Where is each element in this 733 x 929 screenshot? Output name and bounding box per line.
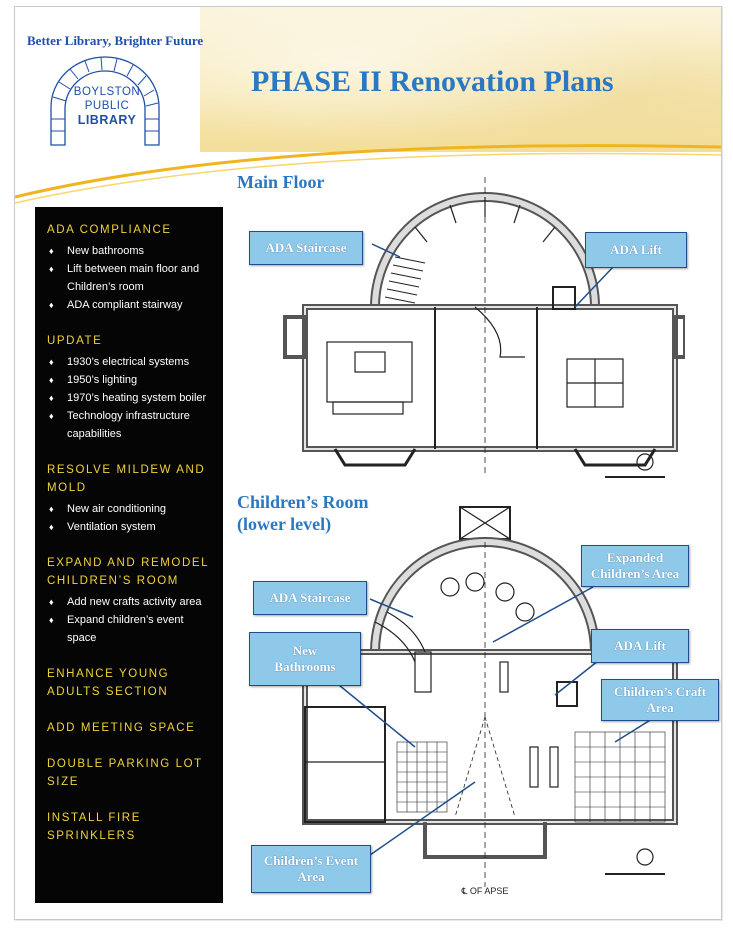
list-item: ADA compliant stairway: [47, 296, 213, 314]
main-floor-heading: Main Floor: [237, 172, 325, 192]
list-item: 1930’s electrical systems: [47, 353, 213, 371]
callout-label: ADA Staircase: [265, 240, 347, 255]
section-title: EXPAND AND REMODEL CHILDREN’S ROOM: [47, 557, 209, 587]
callout-main-ada-lift: ADA Lift: [585, 232, 687, 268]
list-item: Add new crafts activity area: [47, 593, 213, 611]
callout-label: Children’s Craft: [613, 684, 707, 699]
page-title: PHASE II Renovation Plans: [251, 65, 614, 98]
section-mildew: RESOLVE MILDEW AND MOLD New air conditio…: [35, 461, 223, 536]
callout-label: New: [292, 643, 318, 658]
section-title: ADA COMPLIANCE: [47, 224, 172, 236]
callout-label: Expanded: [606, 550, 664, 565]
section-title: INSTALL FIRE SPRINKLERS: [47, 812, 141, 842]
logo-line-library: LIBRARY: [77, 113, 137, 127]
section-ada: ADA COMPLIANCE New bathrooms Lift betwee…: [35, 221, 223, 314]
callout-child-ada-staircase: ADA Staircase: [253, 581, 367, 615]
callout-label: Children’s Area: [590, 566, 680, 581]
callout-label: ADA Lift: [610, 242, 662, 257]
callout-label: Area: [646, 700, 674, 715]
section-childrens: EXPAND AND REMODEL CHILDREN’S ROOM Add n…: [35, 554, 223, 647]
callout-label: Area: [297, 869, 325, 884]
library-logo: BOYLSTON PUBLIC LIBRARY: [45, 55, 165, 147]
sidebar-goals: ADA COMPLIANCE New bathrooms Lift betwee…: [35, 207, 223, 903]
callout-childrens-craft-area: Children’s Craft Area: [601, 679, 719, 721]
callout-child-ada-lift: ADA Lift: [591, 629, 689, 663]
callout-childrens-event-area: Children’s Event Area: [251, 845, 371, 893]
list-item: 1970’s heating system boiler: [47, 389, 213, 407]
arch-logo-icon: [50, 56, 160, 146]
apse-label: ℄ OF APSE: [461, 886, 509, 896]
list-item: 1950’s lighting: [47, 371, 213, 389]
section-title: ENHANCE YOUNG ADULTS SECTION: [47, 668, 170, 698]
callout-label: ADA Staircase: [269, 590, 351, 605]
list-item: Ventilation system: [47, 518, 213, 536]
list-item: Expand children’s event space: [47, 611, 213, 647]
section-update: UPDATE 1930’s electrical systems 1950’s …: [35, 332, 223, 443]
list-item: New air conditioning: [47, 500, 213, 518]
callout-expanded-childrens-area: Expanded Children’s Area: [581, 545, 689, 587]
logo-line-boylston: BOYLSTON: [73, 86, 141, 98]
section-young-adults: ENHANCE YOUNG ADULTS SECTION: [35, 665, 223, 701]
section-meeting: ADD MEETING SPACE: [35, 719, 223, 737]
section-title: DOUBLE PARKING LOT SIZE: [47, 758, 203, 788]
callout-label: ADA Lift: [614, 638, 666, 653]
list-item: New bathrooms: [47, 242, 213, 260]
callout-new-bathrooms: New Bathrooms: [249, 632, 361, 686]
callout-label: Children’s Event: [263, 853, 359, 868]
childrens-room-heading-line1: Children’s Room: [237, 492, 369, 512]
section-sprinklers: INSTALL FIRE SPRINKLERS: [35, 809, 223, 845]
childrens-room-heading-line2: (lower level): [237, 514, 332, 534]
section-title: RESOLVE MILDEW AND MOLD: [47, 464, 206, 494]
flyer-page: Better Library, Brighter Future BOYLSTON…: [14, 6, 722, 920]
tagline: Better Library, Brighter Future: [27, 33, 204, 48]
logo-line-public: PUBLIC: [84, 100, 130, 112]
callout-main-ada-staircase: ADA Staircase: [249, 231, 363, 265]
section-parking: DOUBLE PARKING LOT SIZE: [35, 755, 223, 791]
logo-text: BOYLSTON PUBLIC LIBRARY: [67, 85, 147, 128]
section-title: ADD MEETING SPACE: [47, 722, 196, 734]
list-item: Lift between main floor and Children’s r…: [47, 260, 213, 296]
main-floor-plan: [283, 177, 685, 478]
decorative-swoosh: [15, 144, 721, 204]
section-title: UPDATE: [47, 335, 103, 347]
list-item: Technology infrastructure capabilities: [47, 407, 213, 443]
callout-label: Bathrooms: [274, 659, 336, 674]
childrens-room-heading: Children’s Room (lower level): [237, 491, 369, 535]
parchment-banner: [200, 7, 721, 152]
